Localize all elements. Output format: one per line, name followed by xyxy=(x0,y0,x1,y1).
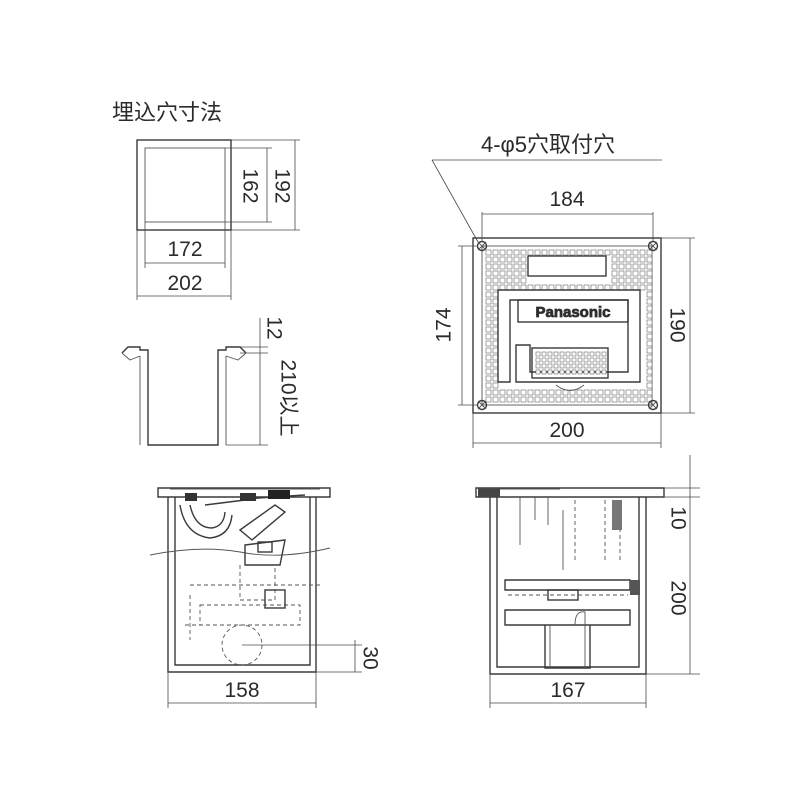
top-inner-frame xyxy=(481,245,653,406)
cutout-plan xyxy=(136,139,300,300)
dim-front-body-width: 158 xyxy=(224,679,259,702)
cutout-inner-rect xyxy=(144,147,226,223)
mount-hole-label: 4-φ5穴取付穴 xyxy=(481,132,615,157)
top-grid-pattern xyxy=(485,249,653,403)
dim-top-outer-height: 190 xyxy=(665,307,688,342)
cutout-title: 埋込穴寸法 xyxy=(112,100,222,125)
dim-side-depth: 200 xyxy=(666,580,689,615)
dim-cut-outer-height: 192 xyxy=(270,168,293,203)
dim-cut-outer-width: 202 xyxy=(167,272,202,295)
brand-plate xyxy=(517,299,629,323)
dim-cut-inner-width: 172 xyxy=(167,238,202,261)
cover-body xyxy=(497,289,641,383)
top-view: Panasonic xyxy=(458,212,695,448)
screw-hole-icon xyxy=(647,399,659,411)
label-slot xyxy=(527,255,607,277)
dim-depth-min: 210以上 xyxy=(276,359,299,436)
dim-top-width: 184 xyxy=(549,188,584,211)
dim-lip-height: 12 xyxy=(262,316,285,339)
dim-top-height: 174 xyxy=(433,307,456,342)
leader-diagonal xyxy=(431,159,479,243)
side-section-view xyxy=(475,455,700,708)
cutout-outer-rect xyxy=(136,139,232,231)
outlet-grill xyxy=(531,347,609,379)
front-box-body xyxy=(167,497,317,673)
section-opening-outline xyxy=(121,346,247,446)
front-section-view xyxy=(149,487,362,708)
side-box-body xyxy=(489,497,647,675)
dim-side-body-width: 167 xyxy=(550,679,585,702)
dim-front-pipe-offset: 30 xyxy=(358,646,381,669)
dim-side-top-gap: 10 xyxy=(666,506,689,529)
dim-cut-inner-height: 162 xyxy=(238,168,261,203)
front-top-cover xyxy=(157,487,331,498)
outlet-grill-holes xyxy=(535,351,607,375)
cutout-section xyxy=(121,318,268,446)
brand-text: Panasonic xyxy=(535,304,610,321)
finger-notch xyxy=(555,384,585,391)
dim-top-outer-width: 200 xyxy=(549,419,584,442)
top-flange xyxy=(472,237,662,414)
